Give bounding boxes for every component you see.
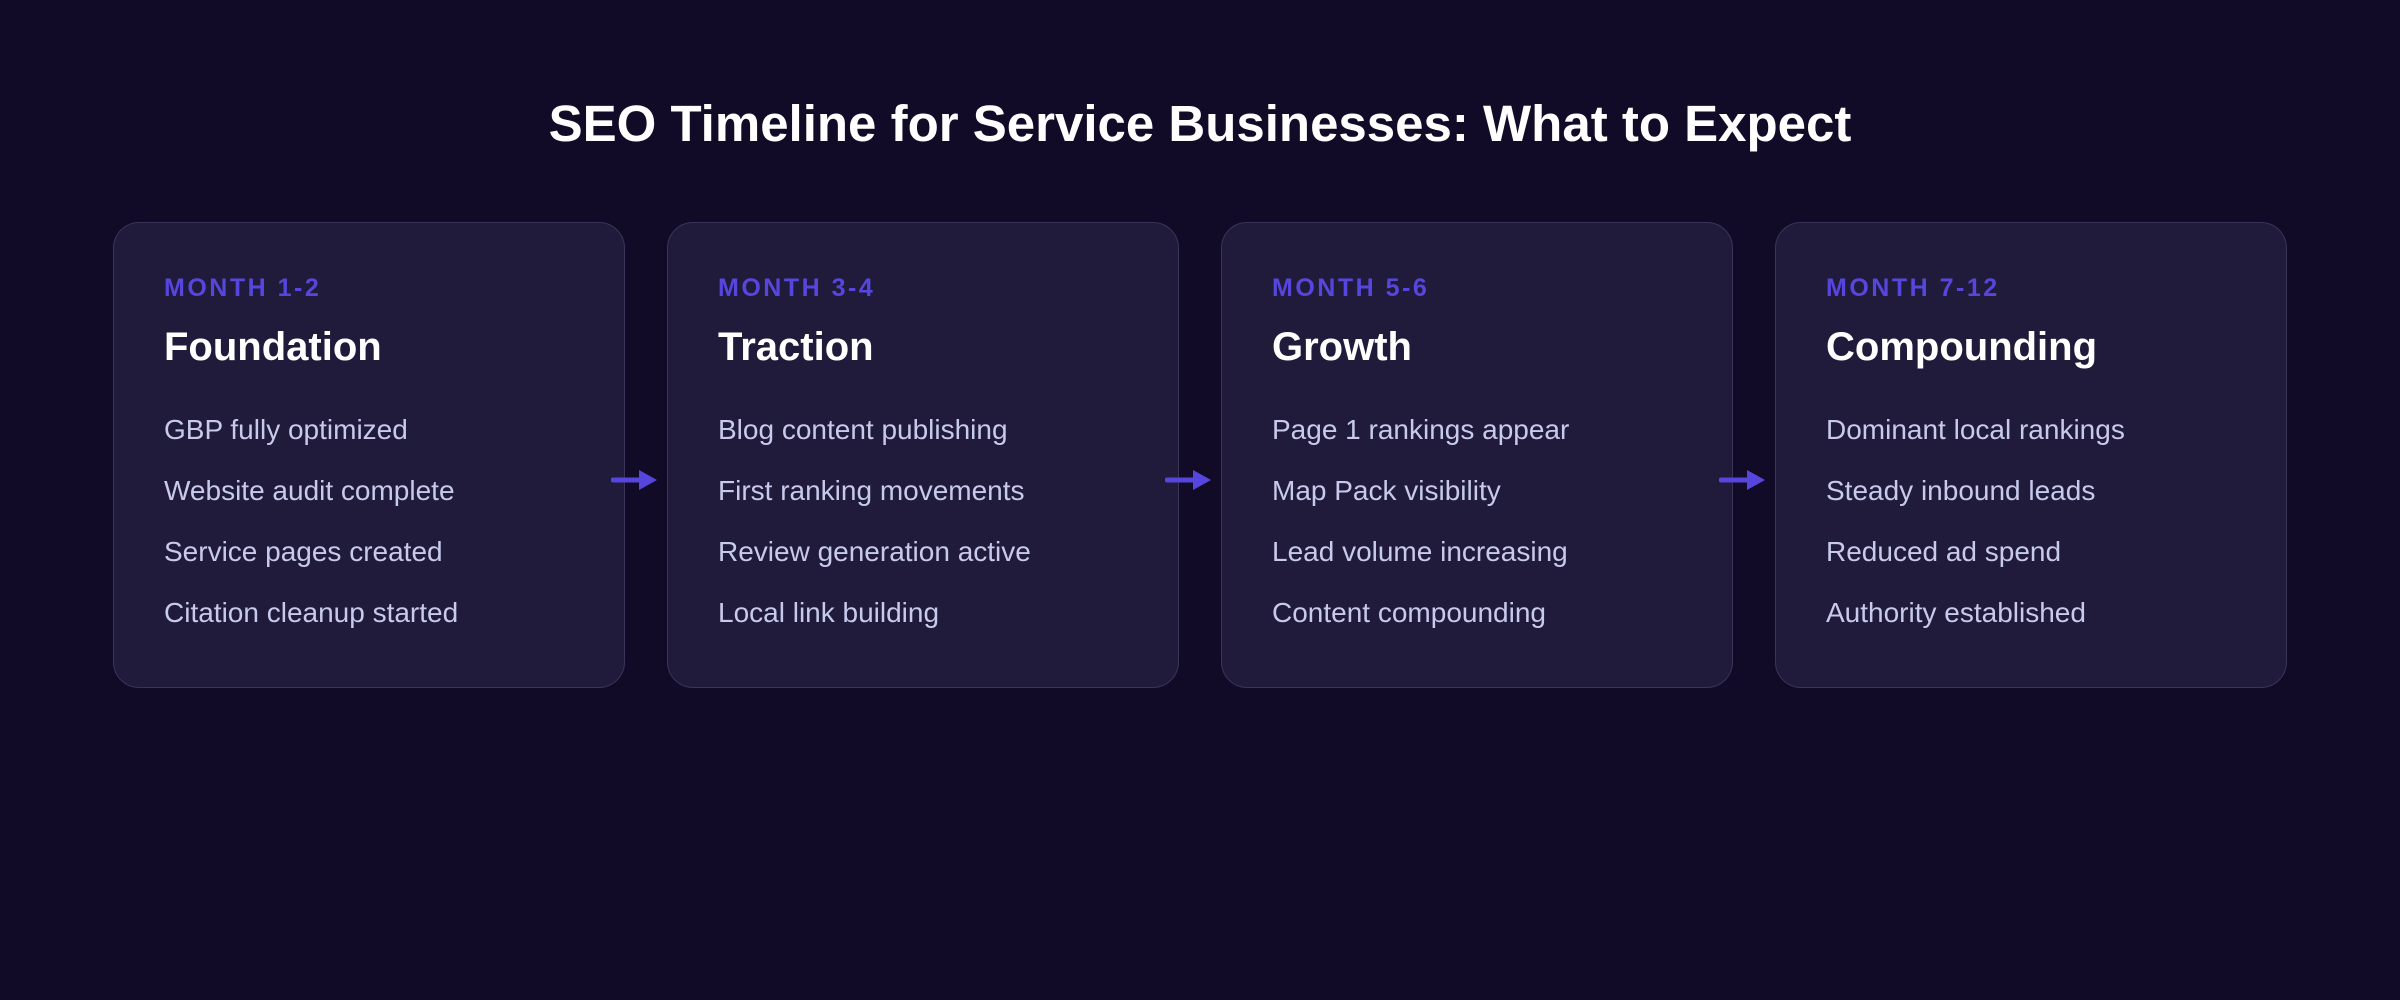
milestone-item: Blog content publishing: [718, 414, 1008, 445]
milestone-item: GBP fully optimized: [164, 414, 408, 445]
timeline-cards: MONTH 1-2 Foundation GBP fully optimized…: [113, 222, 2287, 688]
card-period-label: MONTH 7-12: [1826, 274, 2000, 302]
milestone-list: GBP fully optimized Website audit comple…: [164, 411, 578, 632]
milestone-item: Service pages created: [164, 536, 443, 567]
card-period-label: MONTH 3-4: [718, 274, 876, 302]
card-phase-title: Foundation: [164, 325, 382, 369]
milestone-item: Content compounding: [1272, 597, 1546, 628]
timeline-card-growth: MONTH 5-6 Growth Page 1 rankings appear …: [1221, 222, 1733, 688]
milestone-list: Blog content publishing First ranking mo…: [718, 411, 1132, 632]
milestone-item: Authority established: [1826, 597, 2086, 628]
timeline-card-foundation: MONTH 1-2 Foundation GBP fully optimized…: [113, 222, 625, 688]
milestone-item: Review generation active: [718, 536, 1031, 567]
page-title: SEO Timeline for Service Businesses: Wha…: [548, 95, 1852, 152]
milestone-item: Map Pack visibility: [1272, 475, 1501, 506]
milestone-item: Lead volume increasing: [1272, 536, 1568, 567]
milestone-item: Dominant local rankings: [1826, 414, 2125, 445]
card-period-label: MONTH 1-2: [164, 274, 322, 302]
arrow-right-icon: [1719, 468, 1767, 492]
arrow-right-icon: [1165, 468, 1213, 492]
card-phase-title: Growth: [1272, 325, 1412, 369]
timeline-card-traction: MONTH 3-4 Traction Blog content publishi…: [667, 222, 1179, 688]
milestone-item: Reduced ad spend: [1826, 536, 2062, 567]
card-period-label: MONTH 5-6: [1272, 274, 1430, 302]
milestone-item: Page 1 rankings appear: [1272, 414, 1570, 445]
card-phase-title: Compounding: [1826, 325, 2098, 369]
milestone-list: Dominant local rankings Steady inbound l…: [1826, 411, 2240, 632]
milestone-item: Local link building: [718, 597, 940, 628]
arrow-right-icon: [611, 468, 659, 492]
milestone-item: First ranking movements: [718, 475, 1025, 506]
milestone-item: Steady inbound leads: [1826, 475, 2096, 506]
timeline-card-compounding: MONTH 7-12 Compounding Dominant local ra…: [1775, 222, 2287, 688]
milestone-item: Citation cleanup started: [164, 597, 459, 628]
card-phase-title: Traction: [718, 325, 874, 369]
milestone-item: Website audit complete: [164, 475, 455, 506]
milestone-list: Page 1 rankings appear Map Pack visibili…: [1272, 411, 1686, 632]
